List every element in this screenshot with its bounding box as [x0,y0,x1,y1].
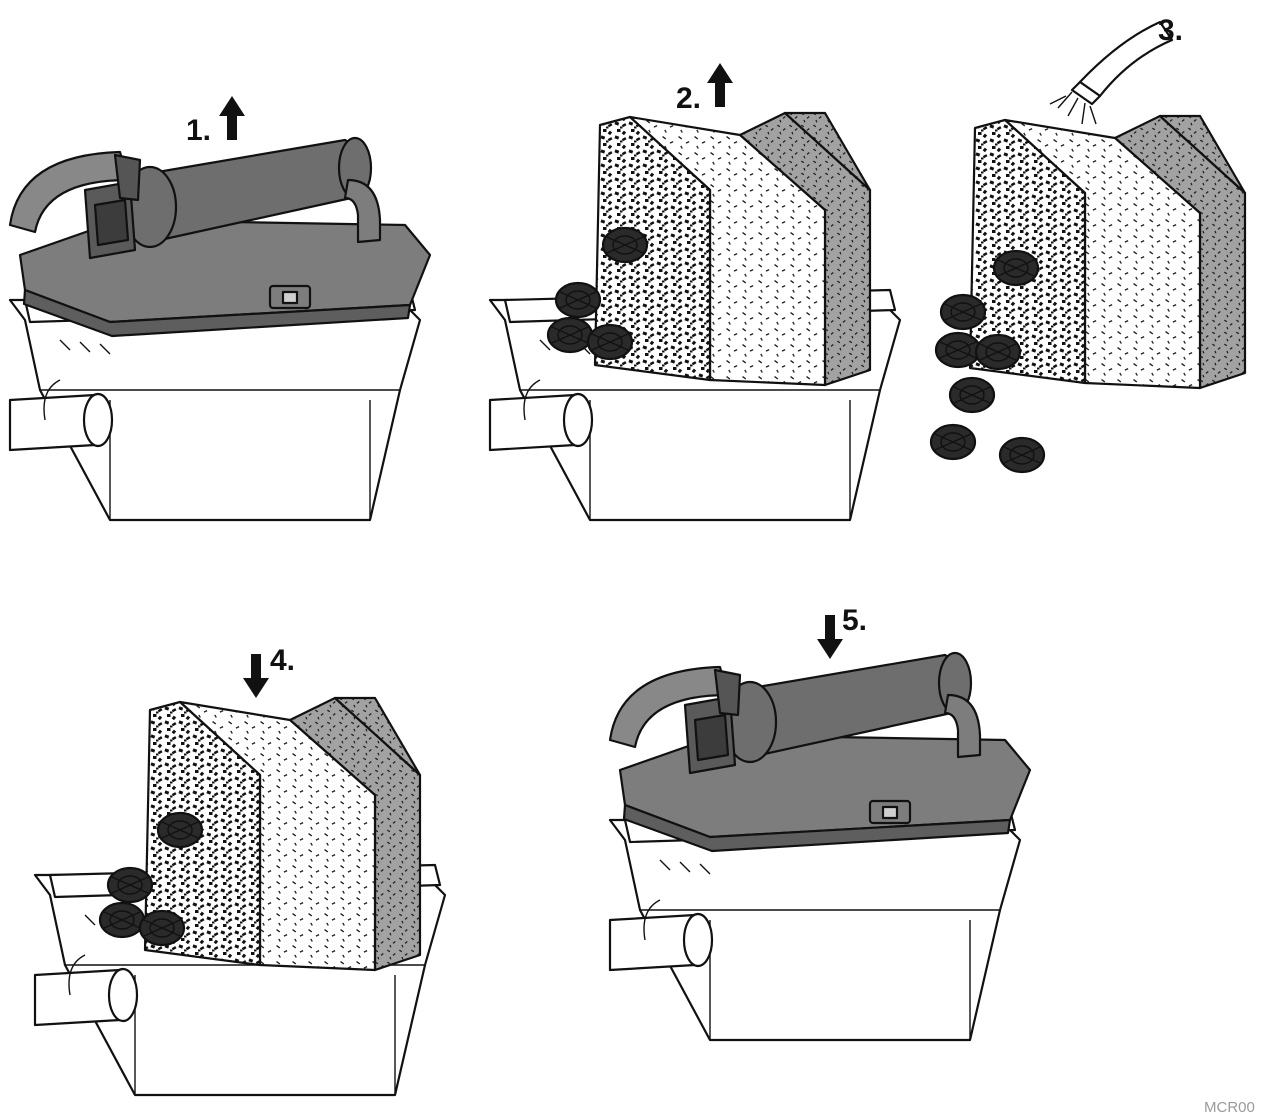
bio-ball [948,376,996,414]
bio-ball [939,293,987,331]
step-1-arrow-up [219,96,245,140]
bio-ball [98,901,146,939]
step-2-label: 2. [676,82,701,115]
step-2-arrow-up [707,63,733,107]
bio-ball [546,316,594,354]
bio-ball [934,331,982,369]
step-4-arrow-down [243,654,269,698]
bio-ball [998,436,1046,474]
step-2-panel: 2. [488,63,902,522]
bio-ball [138,909,186,947]
bio-ball [992,249,1040,287]
garden-hose [1049,20,1174,125]
bio-ball [929,423,977,461]
step-3-panel: 3. [929,14,1247,474]
step-5-label: 5. [842,604,867,637]
step-4-label: 4. [270,644,295,677]
step-1-panel: 1. [8,96,432,522]
step-3-label: 3. [1158,14,1183,47]
bio-ball [586,323,634,361]
step-1-label: 1. [186,114,211,147]
step-5-arrow-down [817,615,843,659]
bio-ball [554,281,602,319]
lid-pump-1 [8,136,432,338]
step-5-panel: 5. [608,604,1032,1042]
step-4-panel: 4. [33,644,447,1097]
bio-ball [106,866,154,904]
bio-ball [974,333,1022,371]
bio-ball [156,811,204,849]
bio-ball [601,226,649,264]
lid-pump-5 [608,651,1032,853]
corner-code: MCR00 [1204,1099,1255,1116]
